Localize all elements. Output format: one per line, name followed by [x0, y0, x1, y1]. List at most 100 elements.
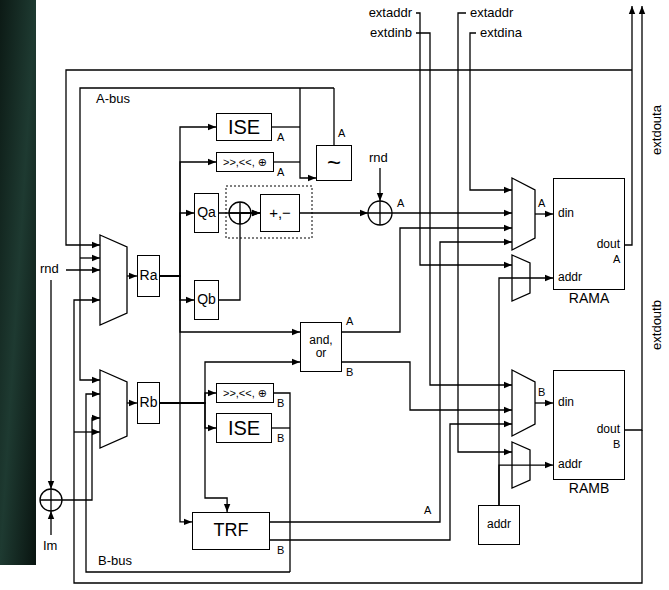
connector [160, 276, 194, 300]
bus-wire [270, 424, 512, 540]
bus-wire [342, 228, 512, 332]
bus-wire [74, 431, 100, 432]
connector [160, 276, 192, 522]
box-label: Rb [140, 395, 158, 410]
register-box: Qb [194, 280, 219, 320]
box-label: din [558, 207, 574, 220]
bus-wire [333, 88, 334, 145]
dotted-group [226, 186, 312, 238]
xor-symbol [40, 489, 62, 511]
bus-wire [66, 269, 100, 270]
bus-wire [127, 402, 137, 403]
bus-wire [270, 242, 512, 522]
addsub-box: +,− [260, 194, 300, 232]
bus-wire [50, 511, 51, 535]
box-label: Ra [140, 268, 158, 283]
port-label: A [424, 504, 431, 516]
connector [160, 162, 216, 276]
signal-name: Im [43, 539, 57, 553]
block-title: RAMB [569, 481, 609, 496]
bus-wire [470, 33, 512, 190]
bus-wire [274, 393, 290, 572]
bus-wire [50, 280, 51, 489]
bus-name: A-bus [96, 92, 130, 106]
port-label: B [277, 397, 284, 409]
ram-block: dindoutaddrRAMB [553, 370, 625, 480]
port-label: B [277, 432, 284, 444]
bus-name: B-bus [98, 554, 132, 568]
connector [219, 213, 260, 300]
signal-name: rnd [369, 151, 388, 165]
multiplexer-symbol [512, 370, 535, 436]
port-label: A [538, 197, 545, 209]
bus-wire [458, 13, 512, 452]
xor-symbol [368, 201, 392, 225]
bus-wire [300, 88, 316, 178]
port-label: A [346, 315, 353, 327]
box-label: ISE [228, 417, 260, 439]
ise-box: ISE [216, 413, 272, 443]
connector [160, 276, 300, 332]
register-box: Ra [137, 255, 160, 297]
register-box: Qa [194, 193, 219, 233]
logic-box: and, or [300, 322, 342, 372]
port-label: B [613, 438, 620, 450]
bus-wire [80, 257, 100, 258]
register-file-box: TRF [192, 512, 270, 550]
signal-name: rnd [40, 262, 59, 276]
box-label: addr [558, 458, 582, 471]
connector [160, 213, 194, 276]
port-label: B [538, 386, 545, 398]
box-label: ISE [228, 116, 260, 138]
multiplexer-symbol [100, 370, 127, 448]
bus-wire [392, 212, 512, 213]
bus-wire [274, 161, 300, 162]
signal-name: extdinb [370, 26, 412, 40]
bus-wire [127, 275, 137, 276]
connector [160, 393, 216, 403]
shift-box: >>,<<, ⊕ [216, 383, 274, 403]
signal-name: extaddr [470, 6, 513, 20]
ise-box: ISE [216, 113, 272, 141]
box-label: Qb [197, 292, 216, 307]
connector [160, 362, 300, 403]
box-label: +,− [269, 205, 291, 222]
signal-name: extdoutb [650, 300, 664, 350]
signal-name: extaddr [369, 6, 412, 20]
box-label: addr [487, 518, 511, 531]
bus-wire [51, 6, 642, 583]
bus-wire [535, 213, 553, 214]
signal-name: extdouta [650, 105, 664, 155]
ram-block: dindoutaddrRAMA [553, 178, 625, 290]
bus-wire [272, 427, 290, 428]
bus-wire [379, 168, 380, 201]
xor-symbol [40, 489, 62, 511]
connector [499, 278, 553, 505]
box-label: dout [597, 423, 620, 436]
multiplexer-symbol [100, 235, 127, 325]
register-box: Rb [137, 382, 160, 424]
bus-wire [300, 212, 368, 213]
address-box: addr [478, 505, 520, 545]
port-label: B [277, 544, 284, 556]
not-box: ~ [316, 145, 352, 181]
bus-wire [80, 88, 334, 380]
port-label: A [277, 166, 284, 178]
shift-box: >>,<<, ⊕ [216, 152, 274, 172]
port-label: A [613, 253, 620, 265]
multiplexer-symbol [100, 178, 535, 488]
bus-wire [416, 33, 512, 385]
port-label: A [338, 127, 345, 139]
connector [499, 465, 553, 505]
bus-wire [272, 126, 300, 127]
box-label: >>,<<, ⊕ [223, 156, 267, 168]
multiplexer-symbol [512, 178, 535, 250]
box-label: Qa [197, 205, 216, 220]
xor-symbol [40, 201, 392, 511]
box-label: din [558, 396, 574, 409]
